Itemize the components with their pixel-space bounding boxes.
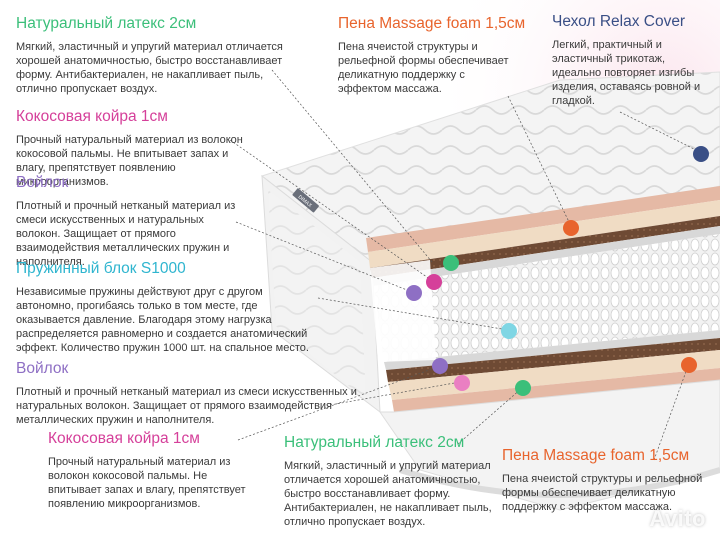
coir-bottom-text: Прочный натуральный материал из волокон … [48,456,246,510]
callout-coir-bottom: Кокосовая койра 1см Прочный натуральный … [48,430,260,511]
coir-bottom-title: Кокосовая койра 1см [48,430,200,447]
callout-massage-bottom: Пена Massage foam 1,5см Пена ячеистой ст… [502,447,706,514]
callout-latex-bottom: Натуральный латекс 2см Мягкий, эластичны… [284,434,496,529]
felt-bottom-title: Войлок [16,360,69,377]
dot-springs [501,323,517,339]
dot-massage-top [563,220,579,236]
layer-latex-top [368,200,720,268]
dot-coir-bottom [454,375,470,391]
callout-felt-bottom: Войлок Плотный и прочный нетканый матери… [16,360,362,427]
massage-top-title: Пена Massage foam 1,5см [338,15,526,32]
massage-bottom-title: Пена Massage foam 1,5см [502,447,690,464]
callout-spring: Пружинный блок S1000 Независимые пружины… [16,260,322,355]
layer-springs [374,234,720,362]
callout-felt-top: Войлок Плотный и прочный нетканый матери… [16,174,246,269]
callout-massage-top: Пена Massage foam 1,5см Пена ячеистой ст… [338,15,526,96]
layer-felt-bottom [384,330,720,370]
spring-title: Пружинный блок S1000 [16,260,186,277]
felt-top-title: Войлок [16,174,69,191]
callout-latex-top: Натуральный латекс 2см Мягкий, эластичны… [16,15,306,96]
dot-latex-bottom [515,380,531,396]
felt-top-text: Плотный и прочный нетканый материал из с… [16,200,236,268]
dot-felt-bottom [432,358,448,374]
cover-text: Легкий, практичный и эластичный трикотаж… [552,39,701,107]
layer-coir-bottom [386,338,720,382]
layer-massage-bottom [392,368,720,412]
massage-top-text: Пена ячеистой структуры и рельефной форм… [338,41,509,95]
dot-coir-top [426,274,442,290]
dot-cover [693,146,709,162]
latex-bottom-text: Мягкий, эластичный и упругий материал от… [284,460,492,528]
massage-bottom-text: Пена ячеистой структуры и рельефной форм… [502,473,703,513]
avito-watermark: Avito [649,506,706,531]
coir-top-text: Прочный натуральный материал из волокон … [16,134,243,188]
felt-bottom-text: Плотный и прочный нетканый материал из с… [16,386,357,426]
dot-massage-bottom [681,357,697,373]
layer-latex-bottom [388,350,720,400]
spring-text: Независимые пружины действуют друг с дру… [16,286,309,354]
dot-latex-top [443,255,459,271]
callout-cover: Чехол Relax Cover Легкий, практичный и э… [552,13,702,108]
cover-title: Чехол Relax Cover [552,13,686,30]
latex-top-title: Натуральный латекс 2см [16,15,197,32]
dot-felt-top [406,285,422,301]
layer-felt-top [372,226,720,286]
callout-coir-top: Кокосовая койра 1см Прочный натуральный … [16,108,252,189]
coir-top-title: Кокосовая койра 1см [16,108,168,125]
latex-top-text: Мягкий, эластичный и упругий материал от… [16,41,283,95]
layer-massage-top [366,186,720,252]
latex-bottom-title: Натуральный латекс 2см [284,434,465,451]
